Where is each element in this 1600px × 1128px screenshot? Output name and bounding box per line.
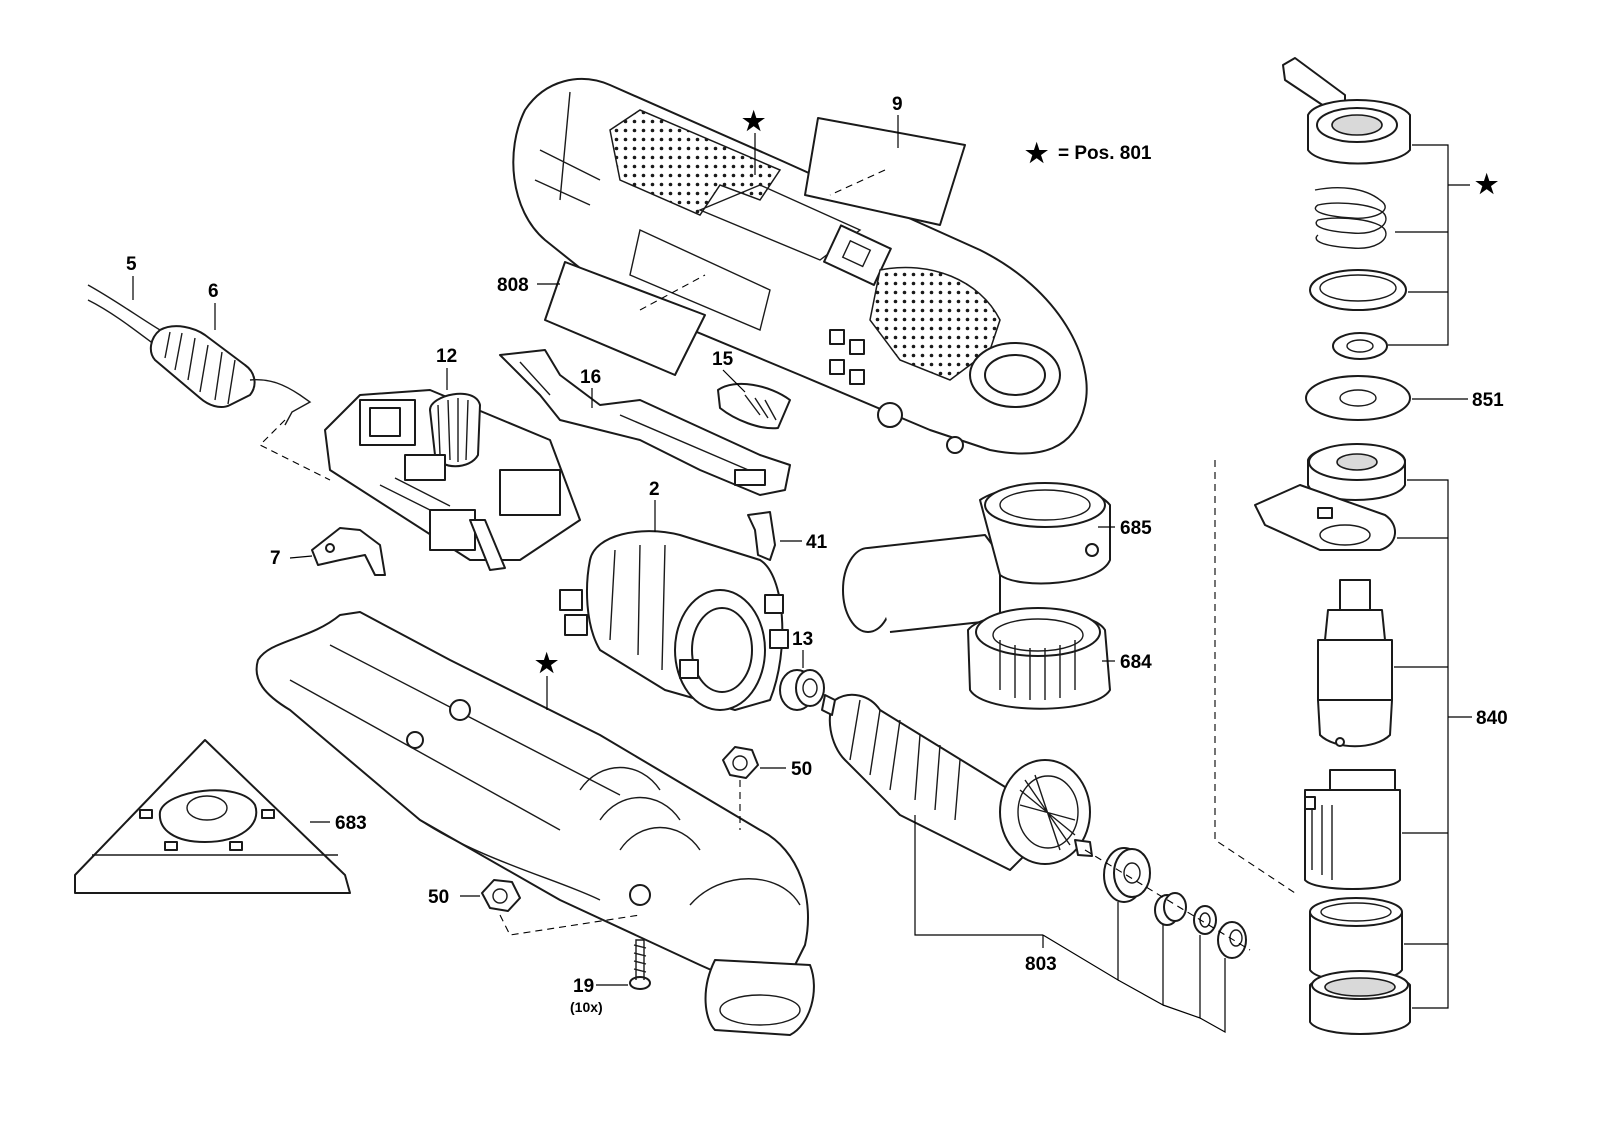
slider-16 — [499, 349, 791, 496]
clip-41 — [747, 511, 776, 561]
upper-housing — [512, 78, 1088, 455]
label-685: 685 — [1120, 518, 1152, 539]
label-683: 683 — [335, 813, 367, 834]
power-cable — [87, 284, 331, 481]
spring — [1314, 187, 1387, 249]
star-lower-housing: ★ — [535, 648, 559, 678]
label-19-qty: (10x) — [570, 999, 603, 1015]
collar-840 — [1309, 897, 1403, 983]
screw-19 — [629, 939, 651, 990]
label-808: 808 — [497, 275, 529, 296]
label-12: 12 — [436, 346, 457, 367]
button-15 — [717, 383, 791, 430]
spindle-840 — [1317, 579, 1393, 748]
electronics-module — [324, 389, 581, 571]
label-684: 684 — [1120, 652, 1152, 673]
lower-housing — [255, 611, 815, 1036]
legend-text: = Pos. 801 — [1058, 143, 1152, 164]
leader-lines — [132, 115, 1472, 1034]
label-50-upper: 50 — [791, 759, 812, 780]
lever-cap — [1282, 57, 1411, 165]
star-upper-housing: ★ — [742, 106, 766, 136]
label-5: 5 — [126, 254, 137, 275]
armature-small-bearing — [1217, 921, 1247, 959]
label-840: 840 — [1476, 708, 1508, 729]
pos-801-markers: ★ ★ ★ — [535, 106, 1499, 678]
label-851: 851 — [1472, 390, 1504, 411]
label-803: 803 — [1025, 954, 1057, 975]
sanding-pad-683 — [74, 739, 351, 894]
dust-ring-684 — [967, 607, 1111, 710]
nut-50-upper — [722, 746, 759, 830]
label-15: 15 — [712, 349, 734, 370]
label-sheet-808 — [544, 261, 706, 376]
label-13: 13 — [792, 629, 813, 650]
label-41: 41 — [806, 532, 828, 553]
label-16: 16 — [580, 367, 601, 388]
label-6: 6 — [208, 281, 219, 302]
label-7: 7 — [270, 548, 281, 569]
legend: ★ = Pos. 801 — [1025, 138, 1152, 168]
armature-803 — [821, 693, 1093, 871]
star-right-group: ★ — [1475, 169, 1499, 199]
armature-bushing — [1154, 892, 1187, 926]
armature-washer — [1193, 905, 1217, 935]
bushing-13 — [779, 669, 825, 711]
nut-50-lower — [481, 879, 641, 936]
label-sheet-9 — [804, 117, 966, 226]
label-19: 19 — [573, 976, 594, 997]
stator-2 — [559, 530, 789, 711]
armature-bearing — [1103, 847, 1151, 903]
legend-star: ★ — [1025, 138, 1049, 168]
washer-851 — [1305, 375, 1411, 421]
dust-adapter-685 — [842, 482, 1111, 633]
lock-washer — [1332, 332, 1388, 360]
base-ring-840 — [1309, 970, 1411, 1035]
label-50-lower: 50 — [428, 887, 449, 908]
bearing-840 — [1307, 443, 1406, 501]
clip-7 — [311, 527, 386, 576]
label-2: 2 — [649, 479, 660, 500]
clamp-sleeve-840 — [1304, 769, 1401, 890]
label-9: 9 — [892, 94, 903, 115]
bearing-plate-840 — [1254, 484, 1396, 551]
part-labels: 5 6 12 16 15 2 41 7 13 9 808 685 684 50 … — [126, 94, 1508, 1015]
retaining-ring — [1309, 269, 1407, 311]
